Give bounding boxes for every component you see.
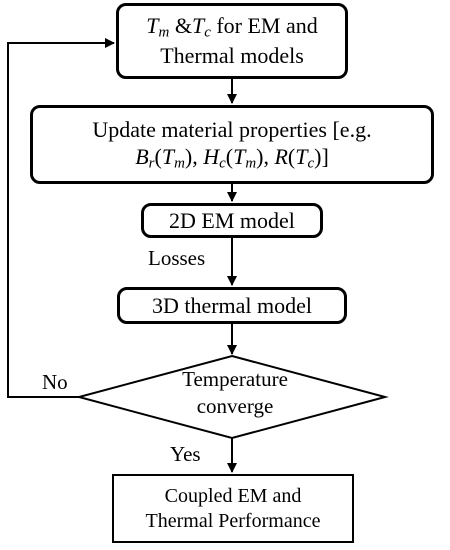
output-line-2: Thermal Performance	[145, 509, 321, 532]
update-line-2: Br(Tm), Hc(Tm), R(Tc)]	[135, 144, 329, 172]
var-t-m-2: T	[233, 144, 246, 170]
thermal-model-box: 3D thermal model	[117, 287, 347, 324]
sub-m: m	[158, 24, 170, 41]
var-b: B	[135, 144, 149, 170]
var-t-c-2: T	[295, 144, 308, 170]
var-r: R	[274, 144, 288, 170]
decision-line-2: converge	[196, 393, 274, 418]
output-box: Coupled EM and Thermal Performance	[112, 474, 354, 543]
start-line-1-rest: for EM and	[210, 13, 318, 39]
sub-c-h: c	[219, 155, 226, 172]
em-model-label: 2D EM model	[169, 207, 295, 233]
var-h: H	[203, 144, 220, 170]
output-line-1: Coupled EM and	[164, 484, 302, 507]
var-t-c: T	[191, 13, 205, 39]
var-t-m: T	[146, 13, 159, 39]
sub-c: c	[204, 24, 211, 41]
feedback-loop-line	[7, 38, 115, 398]
update-line-1: Update material properties [e.g.	[92, 116, 372, 142]
sub-c-2: c	[307, 155, 315, 172]
sub-m-1: m	[174, 155, 185, 172]
ampersand: &	[169, 13, 192, 39]
em-model-box: 2D EM model	[141, 203, 323, 238]
start-box: Tm &Tc for EM and Thermal models	[116, 3, 348, 79]
decision-diamond	[75, 354, 389, 440]
thermal-model-label: 3D thermal model	[151, 292, 313, 318]
var-t-m-1: T	[161, 144, 175, 170]
sub-r: r	[148, 155, 155, 172]
sub-m-2: m	[245, 155, 257, 172]
start-line-2: Thermal models	[160, 43, 304, 69]
no-label: No	[42, 370, 68, 394]
decision-label: Temperature converge	[100, 366, 370, 420]
decision-line-1: Temperature	[182, 367, 288, 391]
update-properties-box: Update material properties [e.g. Br(Tm),…	[30, 105, 434, 184]
yes-label: Yes	[170, 442, 201, 466]
losses-label: Losses	[148, 246, 206, 270]
start-line-1: Tm &Tc for EM and	[146, 12, 318, 42]
